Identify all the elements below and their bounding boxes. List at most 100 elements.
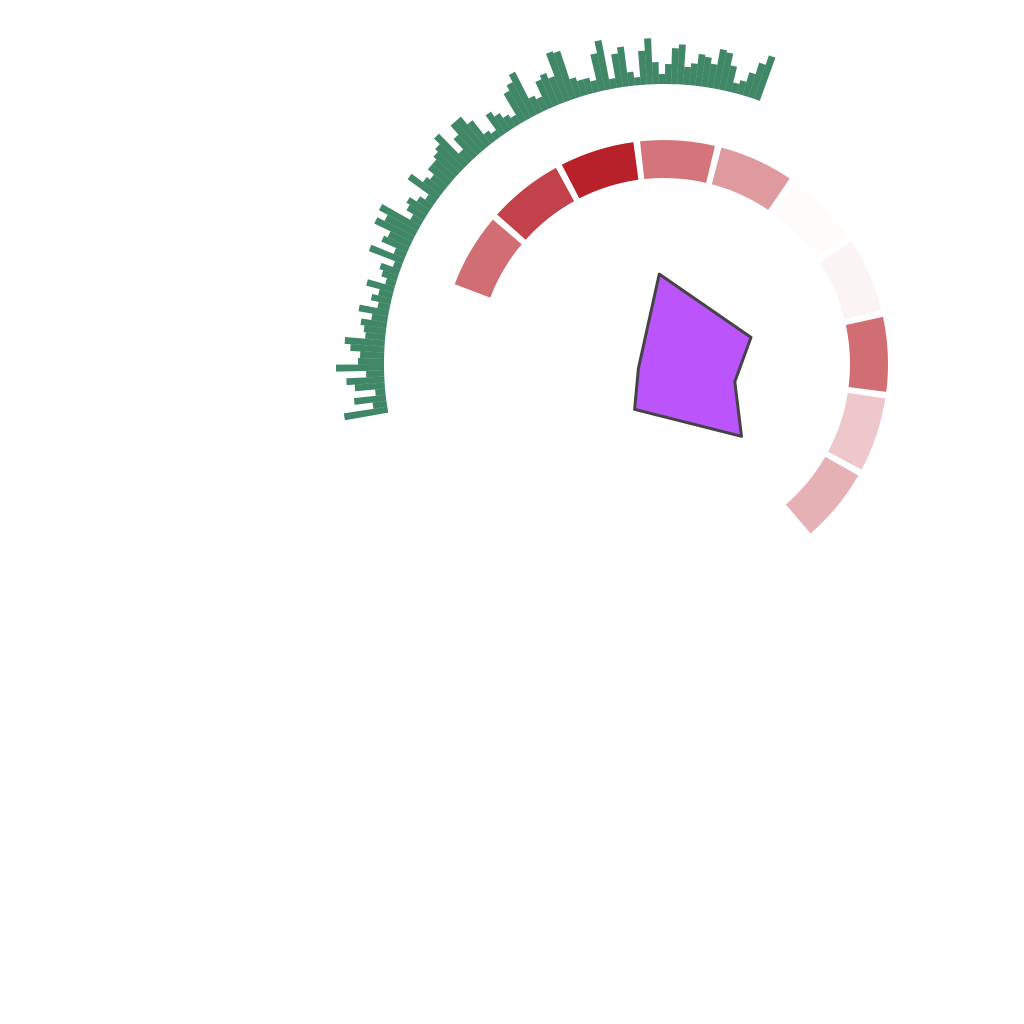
histogram-bar (652, 62, 659, 85)
histogram-bar (366, 279, 395, 293)
histogram-bar (368, 244, 405, 264)
histogram-bar (344, 336, 386, 347)
histogram-bar (406, 204, 427, 221)
histogram-bar (719, 52, 734, 91)
histogram-bar (453, 134, 478, 160)
histogram-bar (370, 293, 392, 305)
histogram-bar (372, 400, 388, 409)
histogram-bar (378, 289, 394, 299)
histogram-bar (590, 79, 600, 94)
histogram-bar (609, 78, 617, 90)
histogram-bar (707, 63, 718, 89)
histogram-bar (381, 270, 399, 282)
histogram-bar (381, 235, 410, 253)
histogram-bar (377, 301, 391, 311)
histogram-bar (627, 71, 635, 87)
histogram-bar (724, 65, 738, 93)
histogram-bar (539, 72, 559, 107)
histogram-bar (485, 111, 506, 137)
histogram-bar (506, 82, 532, 121)
histogram-bar (385, 278, 397, 287)
histogram-bar (695, 53, 706, 87)
histogram-bar (365, 332, 386, 341)
histogram-bar (677, 44, 686, 85)
histogram-bar (701, 56, 712, 88)
histogram-bar (683, 66, 691, 86)
histogram-bar (354, 382, 386, 392)
histogram-bar (491, 130, 501, 141)
histogram-bar (754, 55, 776, 101)
histogram-bar (416, 196, 434, 211)
histogram-bar (545, 51, 571, 103)
histogram-bar (425, 194, 437, 206)
heat-ring (452, 138, 890, 537)
heat-ring-segment (817, 238, 884, 322)
histogram-bar (435, 144, 465, 173)
histogram-bar (360, 318, 388, 329)
outer-histogram (336, 38, 776, 421)
histogram-bar (665, 64, 672, 85)
histogram-bar (374, 217, 415, 242)
histogram-bar (366, 370, 385, 378)
histogram-bar (407, 173, 441, 201)
histogram-bar (458, 149, 473, 164)
histogram-bar (689, 63, 698, 86)
histogram-bar (387, 231, 413, 248)
heat-ring-segment (494, 165, 577, 243)
histogram-bar (748, 62, 766, 99)
heat-ring-segment (843, 314, 890, 395)
histogram-bar (638, 50, 647, 85)
histogram-bar (346, 376, 385, 386)
histogram-bar (427, 164, 452, 186)
histogram-bar (353, 394, 387, 405)
heat-ring-segment (637, 138, 718, 186)
histogram-bar (384, 214, 418, 237)
histogram-bar (450, 121, 482, 156)
histogram-bar (508, 71, 537, 118)
histogram-bar (343, 406, 389, 421)
histogram-bar (406, 197, 430, 216)
histogram-bar (422, 177, 445, 196)
histogram-bar (371, 313, 389, 323)
heat-ring-segment (709, 145, 793, 213)
histogram-bar (590, 53, 605, 92)
histogram-bar (583, 77, 594, 95)
histogram-bar (503, 90, 527, 124)
histogram-bar (658, 74, 666, 85)
heat-ring-segment (452, 216, 525, 301)
histogram-bar (633, 76, 641, 86)
histogram-bar (528, 95, 543, 115)
heat-ring-segment (559, 139, 641, 202)
histogram-bar (594, 39, 611, 91)
histogram-bar (360, 351, 385, 359)
histogram-bar (611, 53, 623, 88)
histogram-bar (536, 96, 548, 112)
histogram-bar (616, 46, 629, 88)
histogram-bar (483, 130, 496, 144)
histogram-bar (410, 214, 424, 226)
histogram-bar (393, 248, 408, 259)
heat-ring-segment (782, 454, 861, 537)
histogram-bar (434, 133, 469, 168)
histogram-bar (392, 261, 403, 270)
histogram-bar (378, 204, 421, 232)
histogram-bar (358, 304, 390, 317)
histogram-bar (336, 364, 385, 372)
histogram-bar (569, 77, 582, 99)
histogram-bar (363, 325, 387, 335)
histogram-bar (350, 344, 385, 353)
histogram-bar (730, 82, 740, 94)
histogram-bar (671, 48, 679, 85)
histogram-bar (503, 114, 516, 130)
histogram-bar (576, 79, 588, 97)
histogram-bar (548, 76, 565, 105)
histogram-bar (379, 262, 401, 276)
heat-ring-segment (770, 179, 851, 261)
histogram-bar (644, 38, 653, 85)
center-polygon-group (633, 272, 753, 438)
histogram-bar (429, 174, 448, 191)
center-polygon (633, 272, 753, 438)
histogram-bar (510, 114, 521, 127)
histogram-bar (358, 357, 385, 365)
histogram-bar (553, 50, 576, 101)
